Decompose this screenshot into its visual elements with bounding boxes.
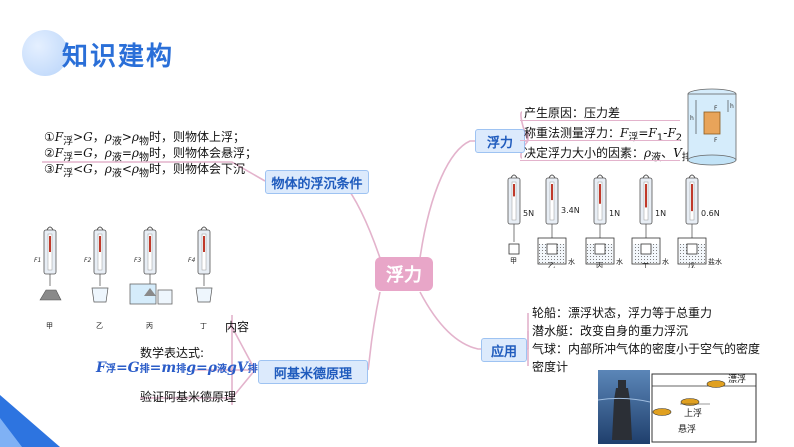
scale-label: 丙	[596, 262, 603, 268]
scale-tag: F3	[134, 257, 141, 264]
pressure-difference-diagram: h h F F	[687, 88, 737, 166]
application-submarine: 潜水艇：改变自身的重力浮沉	[532, 324, 689, 338]
scale-hook-icon	[146, 226, 154, 231]
scale-tag: F1	[34, 257, 41, 264]
state-label-suspended: 悬浮	[678, 423, 696, 435]
state-label-rising: 上浮	[684, 407, 702, 419]
test-block	[546, 243, 558, 255]
scale-reading: 1N	[655, 209, 666, 218]
application-balloon: 气球：内部所冲气体的密度小于空气的密度	[532, 342, 761, 356]
submarine-photo	[598, 370, 650, 444]
scale-label: 乙	[548, 262, 555, 268]
divider	[520, 160, 680, 161]
state-label-floating: 漂浮	[728, 373, 746, 385]
scale-hook-icon	[510, 174, 518, 179]
conditions-list: ①F浮>G，ρ液>ρ物时，则物体上浮；②F浮=G，ρ液=ρ物时，则物体会悬浮；③…	[44, 128, 257, 180]
bucket	[195, 287, 213, 303]
application-ship: 轮船：漂浮状态，浮力等于总重力	[532, 306, 713, 320]
corner-decoration-light	[0, 418, 22, 447]
branch-node-applications: 应用	[481, 338, 527, 362]
liquid-label: 水	[568, 257, 575, 266]
small-beaker	[157, 289, 173, 305]
archimedes-verification: 验证阿基米德原理	[140, 390, 237, 404]
scale-hook-icon	[548, 174, 556, 179]
liquid-label: 水	[662, 257, 669, 266]
scale-label: 戊	[688, 261, 695, 268]
scale-label: 丙	[146, 322, 153, 330]
test-block	[594, 243, 606, 255]
center-node: 浮力	[375, 257, 433, 291]
scale-reading: 0.6N	[701, 209, 720, 218]
page-title: 知识建构	[62, 42, 175, 72]
scale-label: 乙	[96, 322, 103, 330]
archimedes-content: 内容	[225, 320, 250, 334]
svg-text:F: F	[714, 105, 718, 112]
branch-node-sink-float-conditions: 物体的浮沉条件	[265, 170, 369, 194]
liquid-label: 水	[616, 257, 623, 266]
scale-reading: 3.4N	[561, 206, 580, 215]
condition-line: ②F浮=G，ρ液=ρ物时，则物体会悬浮；	[44, 146, 257, 164]
scale-reading: 5N	[523, 209, 534, 218]
archimedes-formula: F浮=G排=m排g=ρ液gV排	[96, 360, 258, 376]
scale-track	[549, 181, 555, 221]
application-hydrometer: 密度计	[532, 360, 569, 374]
divider	[520, 140, 680, 141]
buoyancy-factors: 决定浮力大小的因素：ρ液、V排	[524, 146, 692, 164]
scale-label: 甲	[510, 257, 517, 265]
scale-hook-icon	[200, 226, 208, 231]
archimedes-experiment-illustration: F1 甲 F2 乙 F3 丙 F4 丁	[34, 226, 213, 330]
scale-track	[511, 181, 517, 221]
condition-line: ③F浮<G，ρ液<ρ物时，则物体会下沉	[44, 162, 245, 180]
scale-hook-icon	[96, 226, 104, 231]
scale-label: 丁	[642, 262, 649, 268]
scale-hook-icon	[642, 174, 650, 179]
test-block	[640, 243, 652, 255]
title-decoration-circle	[22, 30, 68, 76]
test-block	[686, 243, 698, 255]
svg-text:F: F	[714, 137, 718, 144]
scale-label: 甲	[46, 322, 53, 330]
scale-tag: F4	[188, 257, 195, 264]
buoyancy-cause: 产生原因：压力差	[524, 106, 621, 120]
archimedes-expression-label: 数学表达式:	[140, 346, 205, 360]
svg-text:h: h	[730, 103, 734, 110]
divider	[520, 120, 680, 121]
scale-label: 丁	[200, 322, 207, 330]
scale-hook-icon	[46, 226, 54, 231]
svg-text:h: h	[690, 115, 694, 122]
condition-line: ①F浮>G，ρ液>ρ物时，则物体上浮；	[44, 130, 245, 148]
liquid-label: 盐水	[708, 257, 722, 266]
branch-node-archimedes: 阿基米德原理	[258, 360, 368, 384]
test-block	[508, 243, 520, 255]
bucket	[91, 287, 109, 303]
stone	[39, 289, 62, 301]
stone	[144, 288, 156, 296]
scale-reading: 1N	[609, 209, 620, 218]
scale-hook-icon	[596, 174, 604, 179]
buoyancy-weighing-method: 称重法测量浮力：F浮=F1-F2	[524, 126, 683, 144]
scale-tag: F2	[84, 257, 91, 264]
submarine-states-diagram: 漂浮 上浮 悬浮	[651, 373, 757, 443]
scale-hook-icon	[688, 174, 696, 179]
branch-node-buoyancy: 浮力	[475, 129, 525, 153]
weighing-scales-illustration: 5N 甲 3.4N 水乙 1N 水丙 1N 水丁 0.6N 盐水 戊	[507, 174, 722, 268]
